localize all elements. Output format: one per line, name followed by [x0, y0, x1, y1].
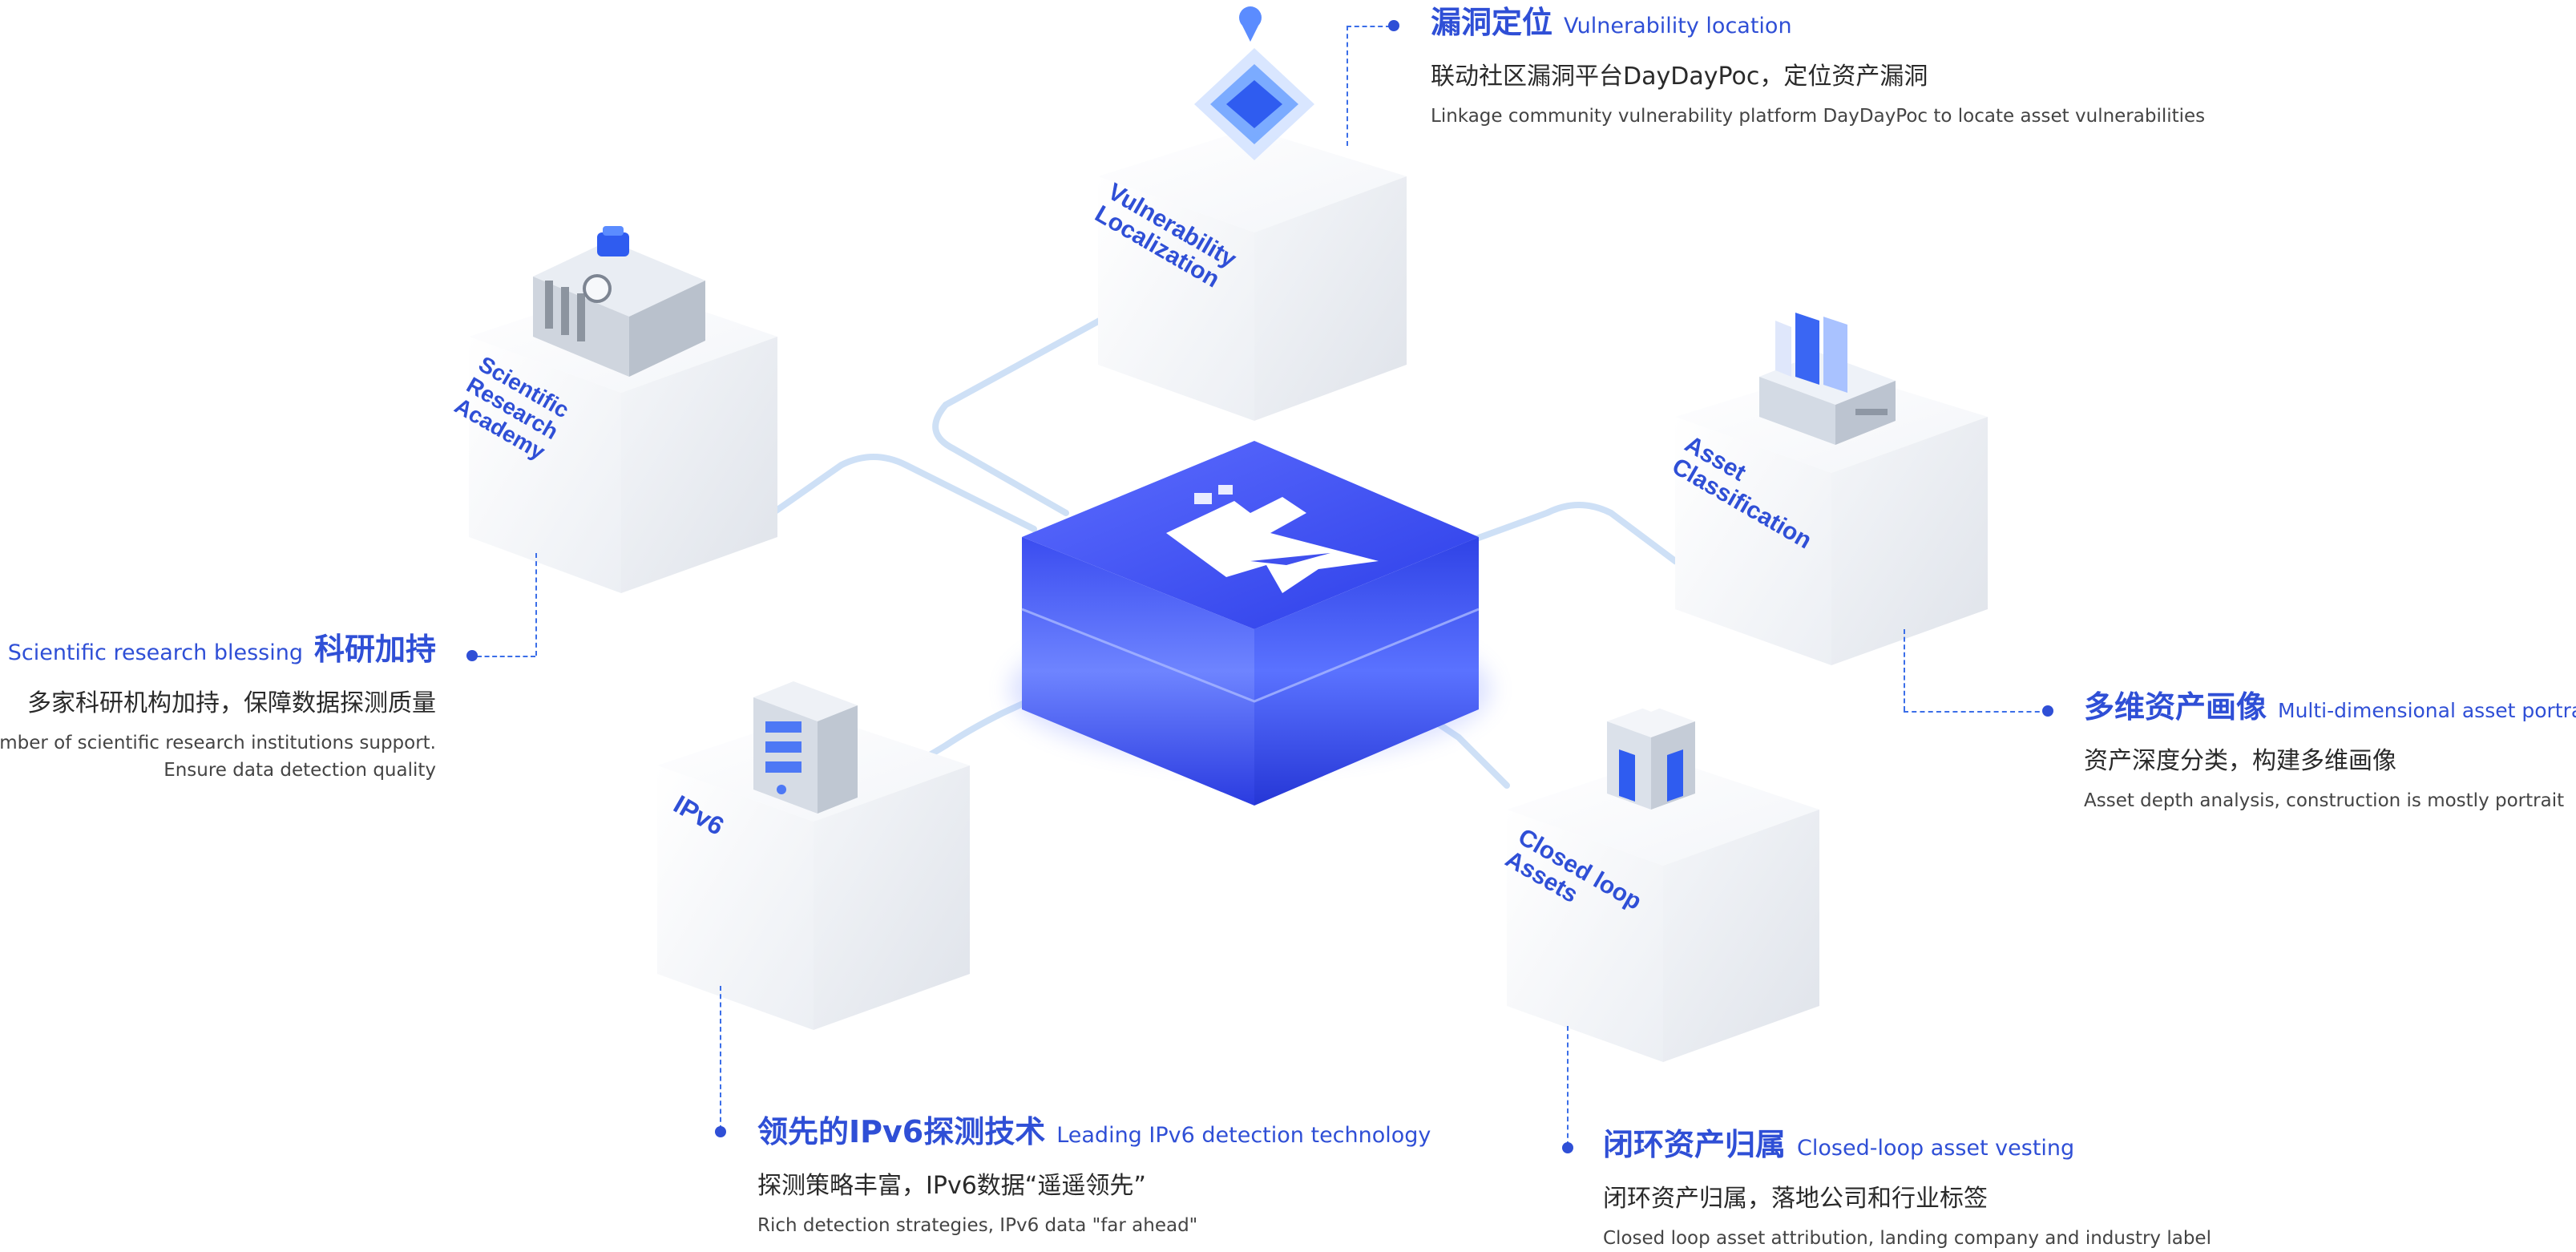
callout-asset-zh: 多维资产画像: [2084, 689, 2267, 725]
center-hub: [1010, 441, 1491, 806]
leader-vulnerability-h: [1347, 26, 1391, 27]
dot-ipv6: [715, 1126, 726, 1137]
callout-vulnerability: 漏洞定位 Vulnerability location 联动社区漏洞平台DayDa…: [1431, 6, 2205, 130]
dot-research: [466, 650, 478, 661]
callout-closed-zh: 闭环资产归属: [1603, 1127, 1787, 1162]
leader-research-v: [535, 553, 537, 656]
brand-logo-icon: [1166, 485, 1379, 593]
callout-research-sub: 多家科研机构加持，保障数据探测质量: [27, 689, 436, 717]
callout-research-desc-2: Ensure data detection quality: [164, 760, 436, 781]
connector-closed: [1359, 670, 1510, 789]
connector-ipv6: [902, 662, 1109, 773]
leader-closed-v: [1567, 1026, 1569, 1146]
callout-research-desc: A number of scientific research institut…: [0, 729, 436, 785]
callout-closed-sub: 闭环资产归属，落地公司和行业标签: [1603, 1184, 1988, 1213]
callout-ipv6-zh: 领先的IPv6探测技术: [757, 1114, 1046, 1149]
cube-stack-icon: [1607, 699, 1695, 810]
callout-ipv6-en: Leading IPv6 detection technology: [1056, 1123, 1431, 1148]
callout-research: Scientific research blessing 科研加持 多家科研机构加…: [0, 632, 436, 785]
dot-vulnerability: [1388, 20, 1399, 31]
callout-vulnerability-desc: Linkage community vulnerability platform…: [1431, 105, 2206, 127]
callout-vulnerability-en: Vulnerability location: [1564, 14, 1792, 38]
callout-closed: 闭环资产归属 Closed-loop asset vesting 闭环资产归属，落…: [1603, 1127, 2211, 1252]
callout-asset-sub: 资产深度分类，构建多维画像: [2084, 746, 2396, 775]
callout-ipv6-sub: 探测策略丰富，IPv6数据“遥遥领先”: [757, 1171, 1146, 1200]
callout-asset-desc: Asset depth analysis, construction is mo…: [2084, 790, 2565, 811]
callout-research-zh: 科研加持: [313, 632, 436, 667]
callout-ipv6-desc: Rich detection strategies, IPv6 data "fa…: [757, 1214, 1198, 1236]
callout-vulnerability-sub: 联动社区漏洞平台DayDayPoc，定位资产漏洞: [1431, 62, 1928, 91]
callout-asset: 多维资产画像 Multi-dimensional asset portrait 资…: [2084, 689, 2576, 814]
cube-research: Scientific Research Academy: [450, 226, 777, 593]
building-icon: [533, 226, 705, 377]
callout-research-title: Scientific research blessing 科研加持: [0, 632, 436, 667]
callout-research-desc-1: A number of scientific research institut…: [0, 732, 436, 753]
cube-asset: Asset Classification: [1668, 313, 1988, 665]
callout-vulnerability-title: 漏洞定位 Vulnerability location: [1431, 6, 2205, 40]
cube-vulnerability: Vulnerability Localization: [1091, 6, 1407, 421]
callout-asset-en: Multi-dimensional asset portrait: [2278, 699, 2576, 722]
dot-asset: [2042, 705, 2053, 717]
cube-ipv6: IPv6: [657, 681, 970, 1030]
callout-closed-en: Closed-loop asset vesting: [1797, 1136, 2075, 1161]
dot-closed: [1562, 1142, 1573, 1153]
server-tower-icon: [753, 681, 858, 814]
server-rack-icon: [1759, 313, 1896, 445]
cube-closed: Closed loop Assets: [1501, 699, 1819, 1062]
leader-ipv6-v: [720, 986, 721, 1130]
callout-asset-title: 多维资产画像 Multi-dimensional asset portrait: [2084, 689, 2576, 725]
leader-research-h: [477, 656, 535, 657]
leader-asset-h: [1904, 711, 2048, 713]
location-pin-icon: [1194, 6, 1314, 160]
callout-vulnerability-zh: 漏洞定位: [1431, 5, 1553, 40]
leader-asset-v: [1904, 629, 1905, 711]
callout-closed-title: 闭环资产归属 Closed-loop asset vesting: [1603, 1127, 2211, 1162]
callout-ipv6: 领先的IPv6探测技术 Leading IPv6 detection techno…: [757, 1114, 1431, 1239]
leader-vulnerability-v: [1347, 26, 1348, 146]
callout-research-en: Scientific research blessing: [7, 640, 303, 665]
callout-closed-desc: Closed loop asset attribution, landing c…: [1603, 1227, 2211, 1249]
callout-ipv6-title: 领先的IPv6探测技术 Leading IPv6 detection techno…: [757, 1114, 1431, 1149]
